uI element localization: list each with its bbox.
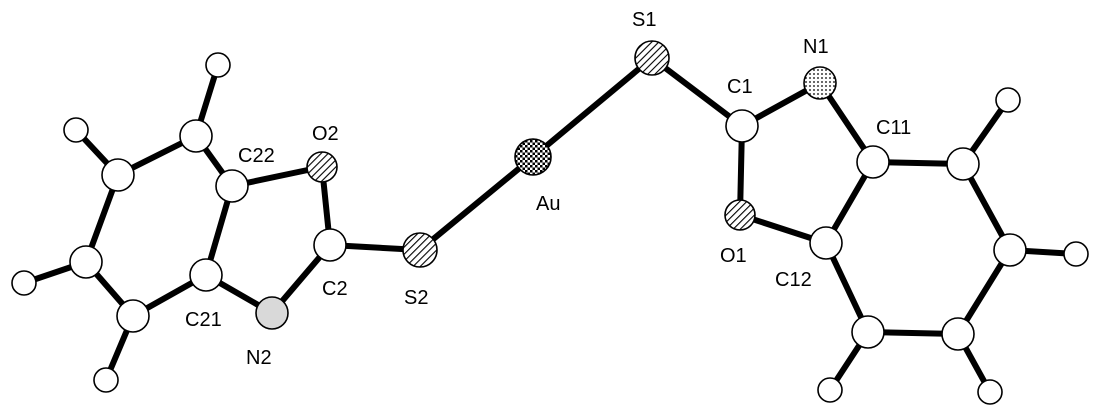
- bond-s1-c1: [649, 55, 745, 129]
- label-o1: O1: [720, 245, 747, 267]
- hydrogen-atom: [995, 87, 1021, 113]
- bond-au-s2: [417, 154, 536, 253]
- carbon-atom: [851, 315, 885, 349]
- hydrogen-atom: [977, 379, 1003, 405]
- hydrogen-atom: [93, 367, 119, 393]
- atoms: [11, 40, 1089, 405]
- label-c22: C22: [238, 145, 275, 167]
- carbon-atom: [993, 233, 1027, 267]
- label-n1: N1: [803, 36, 829, 58]
- label-o2: O2: [312, 123, 339, 145]
- carbon-atom: [69, 245, 103, 279]
- oxygen-atom-o2: [306, 151, 338, 183]
- label-c2: C2: [322, 278, 348, 300]
- carbon-atom-c22: [215, 169, 249, 203]
- carbon-atom: [941, 317, 975, 351]
- bonds: [21, 55, 1079, 395]
- carbon-atom-c2: [313, 228, 347, 262]
- label-c21: C21: [185, 309, 222, 331]
- nitrogen-atom-n2: [255, 296, 289, 330]
- label-c1: C1: [727, 76, 753, 98]
- label-s2: S2: [404, 287, 428, 309]
- atom-labels: S1 N1 C1 C11 O2 C22 Au O1 C12 C2 S2 C21 …: [185, 9, 911, 369]
- carbon-atom: [179, 119, 213, 153]
- hydrogen-atom: [205, 52, 231, 78]
- label-au: Au: [536, 193, 560, 215]
- hydrogen-atom: [63, 117, 89, 143]
- sulfur-atom-s1: [634, 40, 670, 76]
- bond-s1-au: [530, 55, 655, 160]
- carbon-atom-c12: [809, 226, 843, 260]
- carbon-atom-c21: [189, 258, 223, 292]
- carbon-atom-c11: [856, 145, 890, 179]
- gold-atom-au: [514, 138, 552, 176]
- label-n2: N2: [246, 347, 272, 369]
- carbon-atom: [116, 299, 150, 333]
- carbon-atom: [101, 158, 135, 192]
- hydrogen-atom: [817, 377, 843, 403]
- label-s1: S1: [632, 9, 656, 31]
- label-c11: C11: [876, 117, 911, 139]
- carbon-atom: [946, 147, 980, 181]
- carbon-atom-c1: [725, 109, 759, 143]
- sulfur-atom-s2: [402, 232, 438, 268]
- hydrogen-atom: [11, 270, 37, 296]
- label-c12: C12: [775, 269, 812, 291]
- nitrogen-atom-n1: [803, 66, 837, 100]
- oxygen-atom-o1: [724, 199, 756, 231]
- hydrogen-atom: [1063, 241, 1089, 267]
